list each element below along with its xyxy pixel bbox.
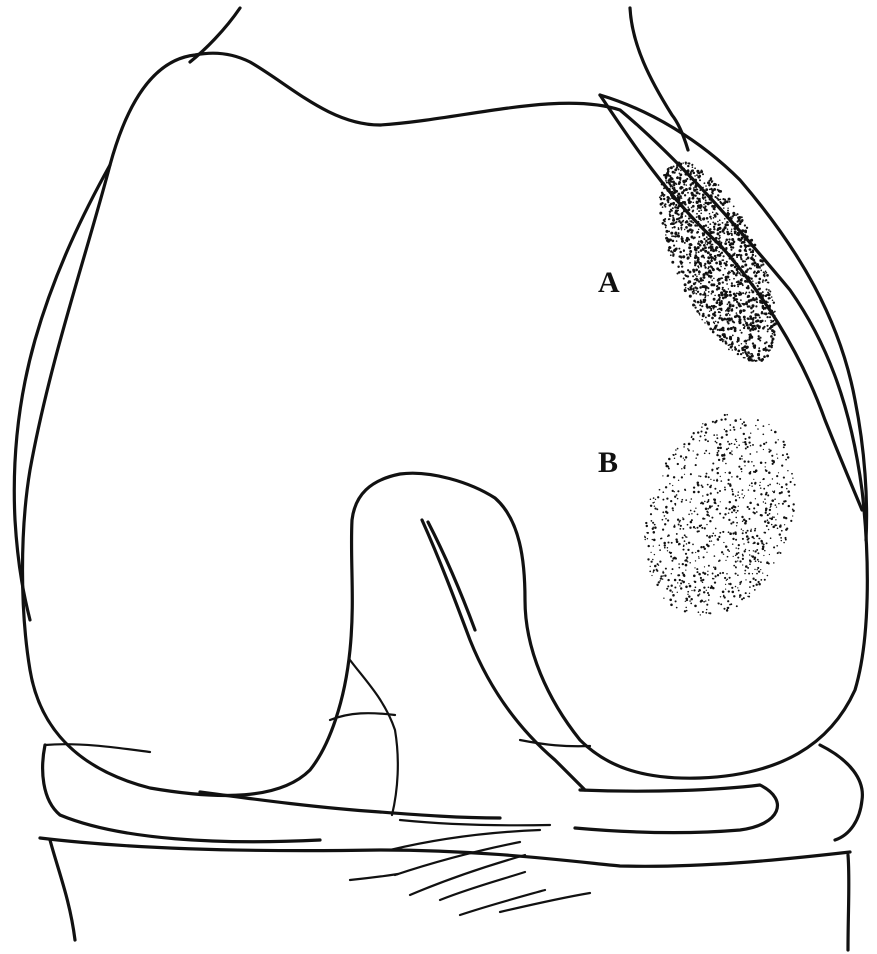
- ligament-fiber-5: [440, 872, 525, 900]
- notch-small-left: [330, 713, 395, 720]
- meniscus-rim-left: [45, 744, 150, 752]
- notch-inner-line: [350, 660, 398, 815]
- ligament-fiber-8: [350, 874, 398, 880]
- ligament-fiber-1: [400, 820, 550, 825]
- ligament-fiber-3: [395, 842, 520, 875]
- tibia-right-edge: [848, 855, 849, 950]
- ligament-fiber-7: [500, 893, 590, 912]
- stippled-region-a: [659, 161, 777, 361]
- tibia-left-edge: [50, 840, 75, 940]
- tibial-plateau-line: [40, 838, 850, 866]
- stippled-region-b: [644, 414, 796, 616]
- femur-shaft-right-line: [630, 8, 688, 150]
- cruciate-ligament-line-2: [428, 522, 475, 630]
- label-b: B: [598, 448, 618, 478]
- label-a: A: [598, 268, 620, 298]
- meniscus-right-rim: [820, 745, 862, 840]
- ligament-fiber-2: [390, 830, 540, 850]
- femoral-condyle-outline: [23, 53, 868, 795]
- meniscus-inner-right: [575, 785, 777, 833]
- left-epicondyle-contour: [14, 165, 110, 620]
- right-epicondyle-contour: [600, 95, 867, 540]
